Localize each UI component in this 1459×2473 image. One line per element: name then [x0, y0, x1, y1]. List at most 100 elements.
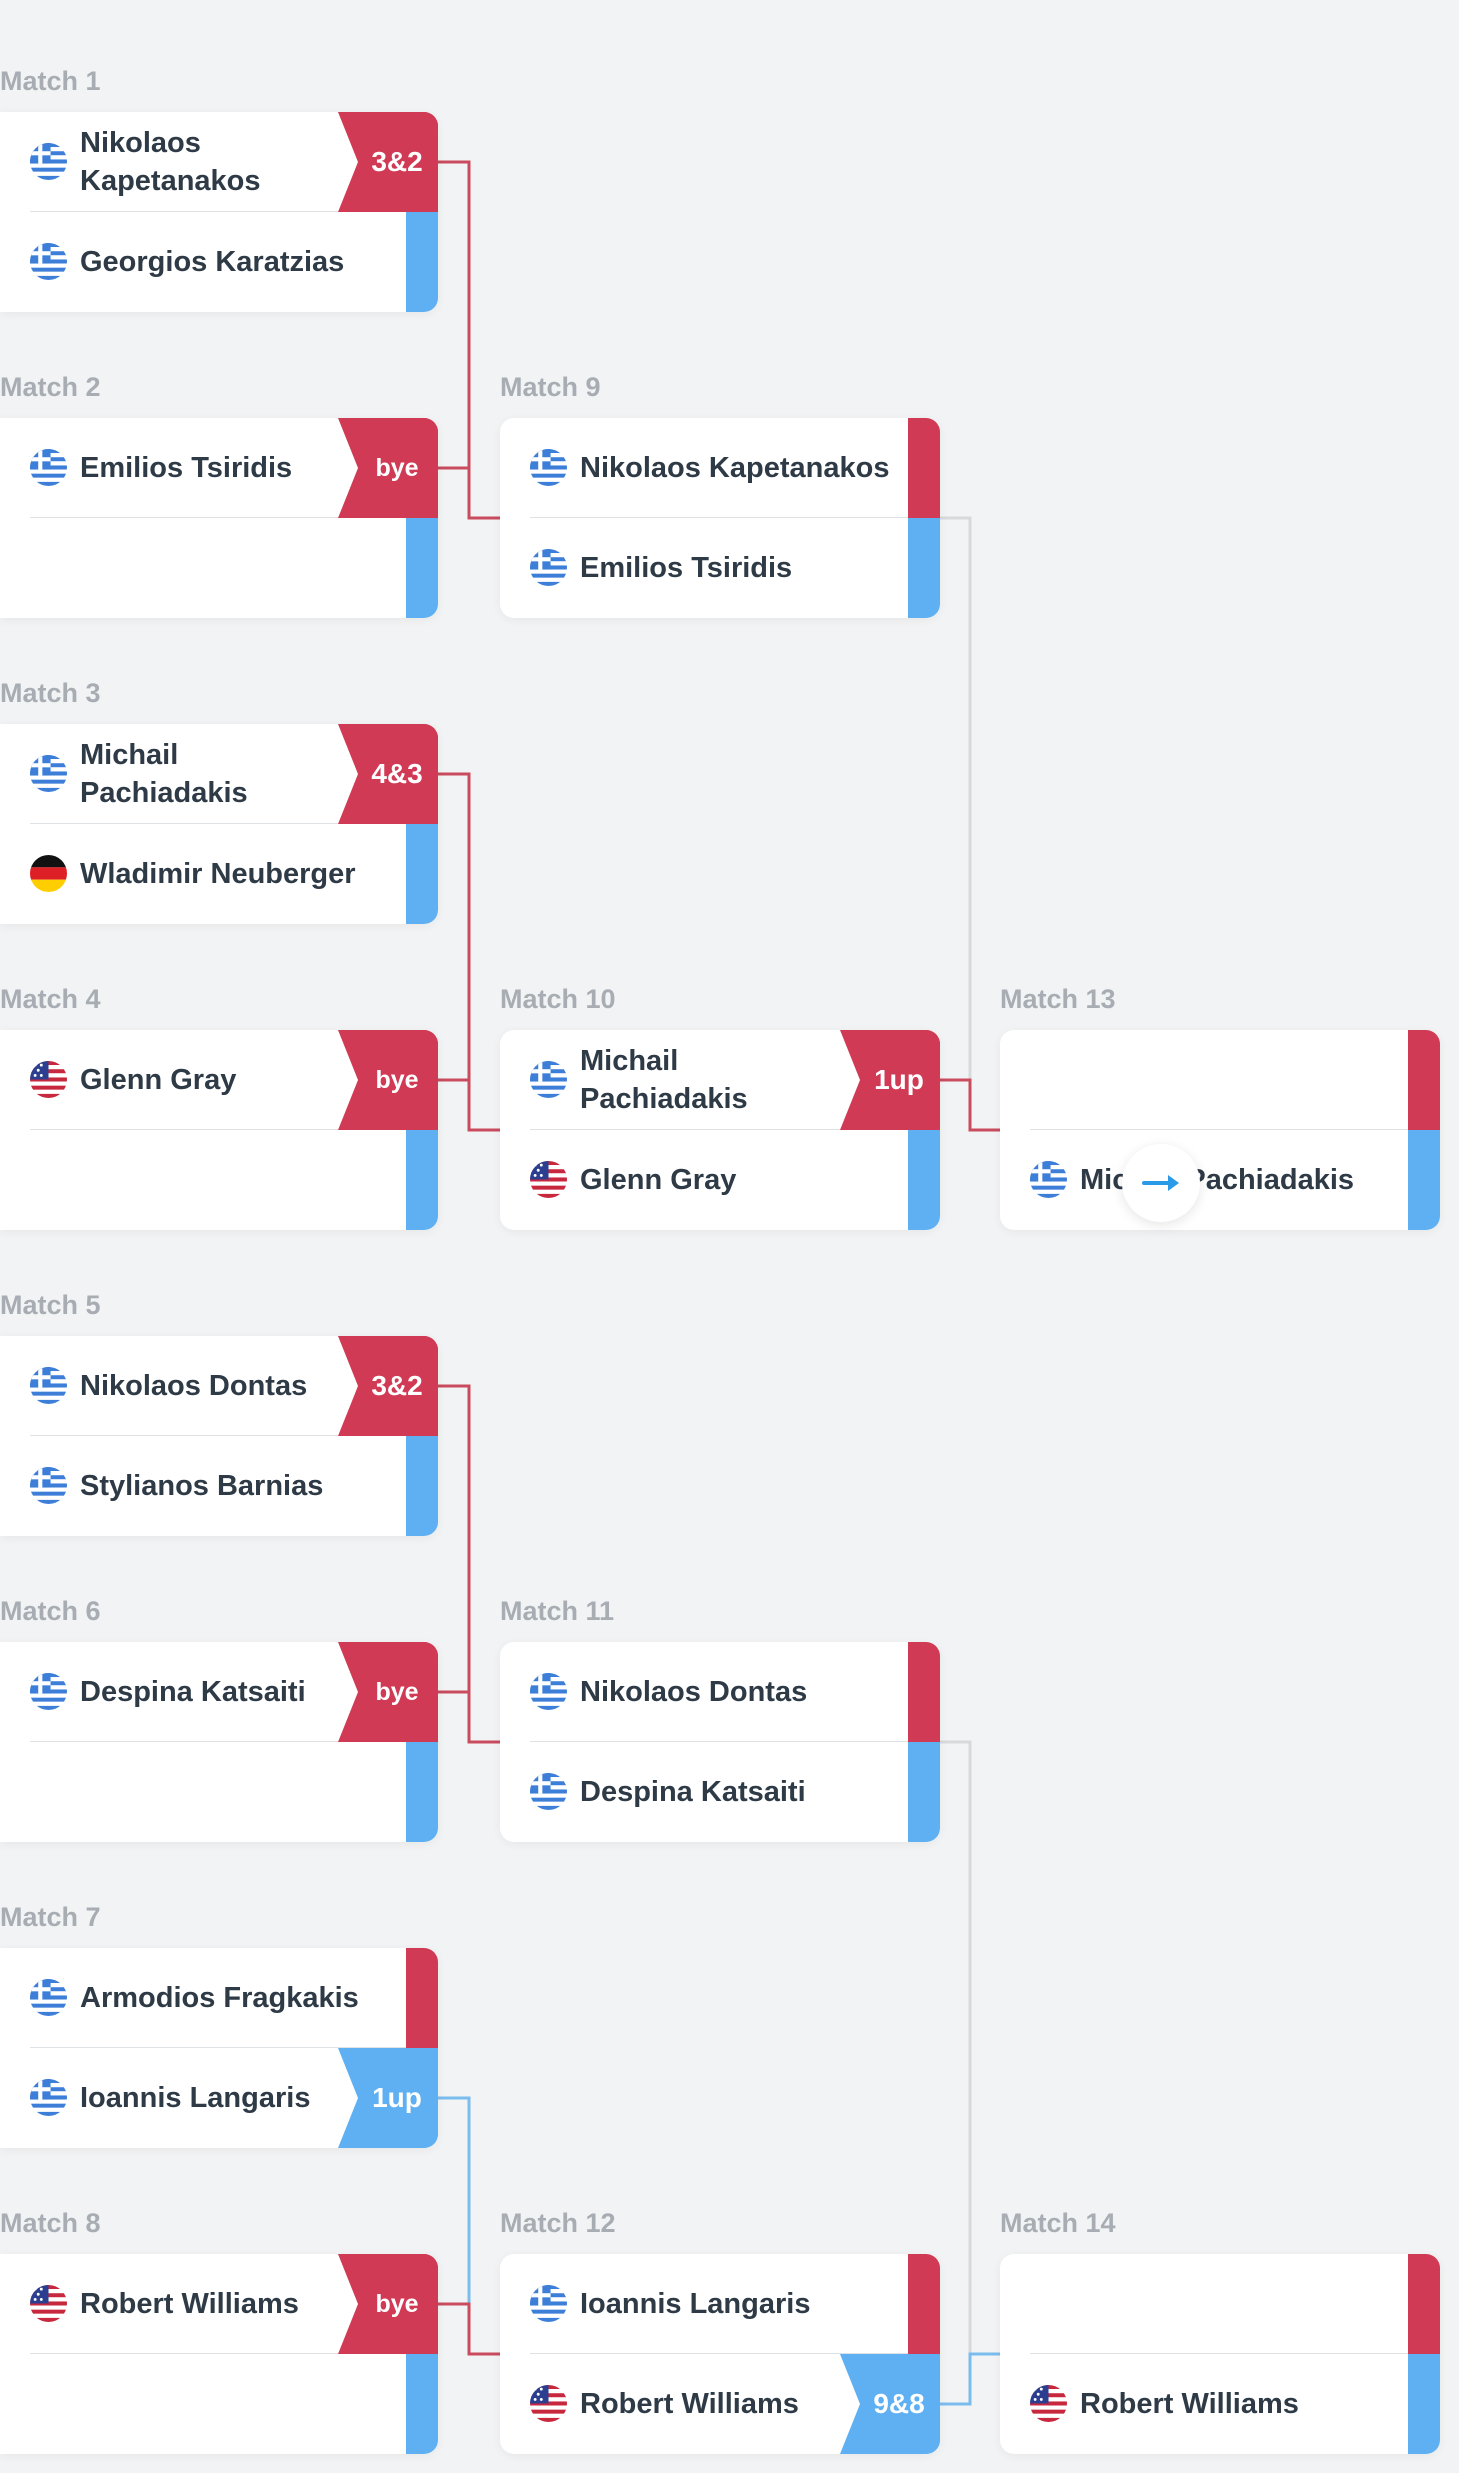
- player-row[interactable]: Nikolaos Kapetanakos: [500, 418, 940, 518]
- player-name: Armodios Fragkakis: [80, 1982, 359, 2014]
- row-divider: [530, 2353, 908, 2354]
- player-row[interactable]: Wladimir Neuberger: [0, 824, 438, 924]
- row-divider: [530, 1741, 908, 1742]
- player-row[interactable]: Robert Williams: [0, 2254, 438, 2354]
- player-name: Glenn Gray: [580, 1164, 737, 1196]
- player-name: Georgios Karatzias: [80, 246, 345, 278]
- row-divider: [30, 1741, 406, 1742]
- player-row[interactable]: [0, 518, 438, 618]
- player-row[interactable]: [0, 1742, 438, 1842]
- us-flag-icon: [1030, 2385, 1067, 2422]
- player-row[interactable]: Nikolaos Dontas: [500, 1642, 940, 1742]
- player-row[interactable]: Despina Katsaiti: [0, 1642, 438, 1742]
- connector-line: [438, 2096, 500, 2356]
- player-two-strip: [406, 212, 438, 312]
- connector-line: [438, 2302, 500, 2356]
- player-row[interactable]: [1000, 2254, 1440, 2354]
- match-label: Match 12: [500, 2208, 616, 2238]
- row-divider: [530, 517, 908, 518]
- player-name: Michail Pachiadakis: [580, 1045, 748, 1115]
- match-label: Match 3: [0, 678, 101, 708]
- player-two-strip: [406, 2354, 438, 2454]
- player-two-strip: [406, 518, 438, 618]
- gr-flag-icon: [30, 243, 67, 280]
- connector-line: [438, 160, 500, 520]
- player-name: Robert Williams: [80, 2288, 299, 2320]
- player-row[interactable]: Ioannis Langaris: [0, 2048, 438, 2148]
- match-label: Match 11: [500, 1596, 615, 1626]
- match-label: Match 9: [500, 372, 601, 402]
- player-name: Despina Katsaiti: [580, 1776, 806, 1808]
- player-name: Ioannis Langaris: [80, 2082, 311, 2114]
- match-card[interactable]: Michail Pachiadakis: [1000, 1030, 1440, 1230]
- player-row[interactable]: Stylianos Barnias: [0, 1436, 438, 1536]
- connector-line: [940, 1078, 1000, 1132]
- gr-flag-icon: [30, 1367, 67, 1404]
- match-label: Match 13: [1000, 984, 1116, 1014]
- player-name: Emilios Tsiridis: [580, 552, 793, 584]
- player-row[interactable]: [0, 1130, 438, 1230]
- gr-flag-icon: [1030, 1161, 1067, 1198]
- match-card[interactable]: Robert Williams: [1000, 2254, 1440, 2454]
- player-row[interactable]: Nikolaos Dontas: [0, 1336, 438, 1436]
- gr-flag-icon: [30, 449, 67, 486]
- connector-line: [438, 1690, 500, 1744]
- player-row[interactable]: Michail Pachiadakis: [500, 1030, 940, 1130]
- player-one-strip: [1408, 2254, 1440, 2354]
- player-name: Emilios Tsiridis: [80, 452, 293, 484]
- player-row[interactable]: Robert Williams: [1000, 2354, 1440, 2454]
- de-flag-icon: [30, 855, 67, 892]
- match-label: Match 8: [0, 2208, 101, 2238]
- player-row[interactable]: Robert Williams: [500, 2354, 940, 2454]
- row-divider: [30, 2047, 406, 2048]
- next-round-button[interactable]: [1122, 1144, 1200, 1222]
- player-name: Michail Pachiadakis: [80, 739, 248, 809]
- gr-flag-icon: [30, 755, 67, 792]
- player-name: Stylianos Barnias: [80, 1470, 324, 1502]
- player-row[interactable]: [1000, 1030, 1440, 1130]
- gr-flag-icon: [30, 1979, 67, 2016]
- player-name: Robert Williams: [1080, 2388, 1299, 2420]
- gr-flag-icon: [530, 1673, 567, 1710]
- player-two-strip: [908, 518, 940, 618]
- row-divider: [30, 1129, 406, 1130]
- match-label: Match 7: [0, 1902, 101, 1932]
- player-row[interactable]: Glenn Gray: [500, 1130, 940, 1230]
- player-two-strip: [908, 1742, 940, 1842]
- player-row[interactable]: Nikolaos Kapetanakos: [0, 112, 438, 212]
- connector-line: [940, 516, 1000, 1132]
- player-row[interactable]: Michail Pachiadakis: [0, 724, 438, 824]
- player-row[interactable]: Michail Pachiadakis: [1000, 1130, 1440, 1230]
- player-row[interactable]: Glenn Gray: [0, 1030, 438, 1130]
- connector-line: [940, 1740, 1000, 2356]
- match-label: Match 1: [0, 66, 101, 96]
- match-label: Match 2: [0, 372, 101, 402]
- player-two-strip: [406, 1436, 438, 1536]
- player-row[interactable]: Emilios Tsiridis: [0, 418, 438, 518]
- match-label: Match 4: [0, 984, 101, 1014]
- player-name: Nikolaos Kapetanakos: [80, 127, 261, 197]
- player-name: Wladimir Neuberger: [80, 858, 356, 890]
- player-row[interactable]: Emilios Tsiridis: [500, 518, 940, 618]
- match-label: Match 10: [500, 984, 616, 1014]
- player-row[interactable]: [0, 2354, 438, 2454]
- player-row[interactable]: Armodios Fragkakis: [0, 1948, 438, 2048]
- player-row[interactable]: Despina Katsaiti: [500, 1742, 940, 1842]
- player-row[interactable]: Georgios Karatzias: [0, 212, 438, 312]
- us-flag-icon: [530, 2385, 567, 2422]
- player-row[interactable]: Ioannis Langaris: [500, 2254, 940, 2354]
- gr-flag-icon: [530, 449, 567, 486]
